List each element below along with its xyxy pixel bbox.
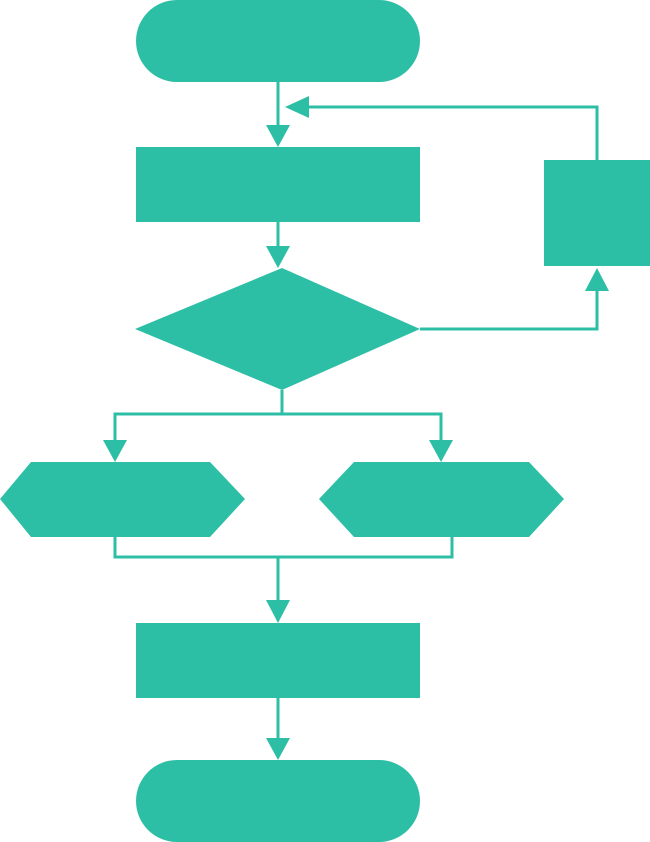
process-1-box (136, 147, 420, 222)
decision-diamond (135, 268, 420, 390)
arrowhead-to-loop-process (585, 268, 609, 291)
edge-preparations-merge (113, 537, 454, 559)
edge-decision-to-preparation-right (282, 412, 443, 442)
preparation-right-hexagon (319, 462, 564, 537)
edge-decision-to-preparations (113, 390, 284, 442)
process-2-box (136, 623, 420, 698)
arrowhead-to-process-1 (266, 125, 290, 147)
arrowhead-to-end (266, 738, 290, 760)
arrowheads (103, 96, 609, 760)
arrowhead-loop-return (285, 96, 309, 118)
loop-process-box (544, 160, 650, 266)
arrowhead-to-preparation-right (429, 440, 453, 462)
edge-loop-process-to-process-1 (306, 105, 599, 160)
arrowhead-to-decision (266, 246, 290, 268)
edge-decision-to-loop-process (420, 290, 599, 331)
arrowhead-to-preparation-left (103, 440, 127, 462)
preparation-left-hexagon (0, 462, 245, 537)
connectors (113, 82, 599, 740)
arrowhead-to-process-2 (266, 600, 290, 623)
start-terminator (136, 0, 420, 82)
end-terminator (136, 760, 420, 842)
